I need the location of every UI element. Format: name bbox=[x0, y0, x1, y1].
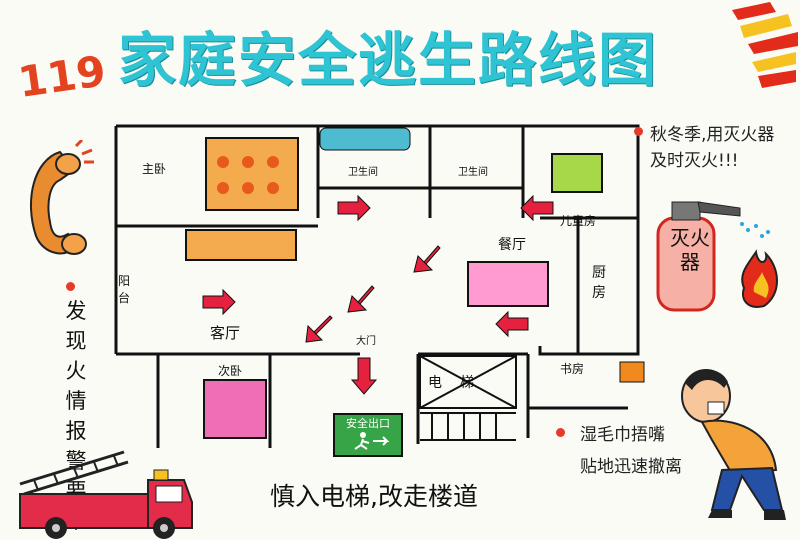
room-bathroom-1: 卫生间 bbox=[348, 167, 378, 178]
room-study: 书房 bbox=[560, 362, 585, 376]
exit-sign-label: 安全出口 bbox=[346, 417, 390, 430]
room-master-bedroom: 主卧 bbox=[142, 162, 167, 176]
exit-sign: 安全出口 bbox=[333, 413, 403, 457]
right-bottom-note-2: 贴地迅速撤离 bbox=[580, 457, 682, 477]
room-elevator: 电梯 bbox=[428, 375, 492, 391]
room-living: 客厅 bbox=[210, 324, 241, 342]
right-bottom-note-1: 湿毛巾捂嘴 bbox=[580, 425, 665, 445]
right-top-note-1: 秋冬季,用灭火器 bbox=[650, 125, 775, 145]
page-title: 家庭安全逃生路线图 bbox=[118, 26, 659, 94]
running-man-icon bbox=[354, 432, 390, 450]
crouching-person-icon bbox=[681, 369, 786, 520]
right-top-note-2: 及时灭火!!! bbox=[650, 151, 739, 171]
telephone-icon bbox=[29, 140, 94, 255]
floor-plan bbox=[114, 124, 645, 448]
bottom-note: 慎入电梯,改走楼道 bbox=[270, 482, 478, 511]
fire-extinguisher-icon bbox=[656, 201, 778, 312]
fire-truck-icon bbox=[19, 450, 193, 539]
bullet-dot bbox=[556, 428, 565, 437]
bullet-dot bbox=[634, 127, 643, 136]
room-second-bedroom: 次卧 bbox=[218, 364, 243, 378]
stripes-icon bbox=[732, 2, 798, 88]
room-balcony: 阳台 bbox=[118, 274, 131, 305]
bullet-dot bbox=[66, 282, 75, 291]
emergency-number: 119 bbox=[15, 46, 109, 107]
room-entrance: 大门 bbox=[356, 336, 376, 347]
room-dining: 餐厅 bbox=[498, 237, 526, 253]
room-kitchen: 厨房 bbox=[592, 265, 606, 301]
room-kids: 儿童房 bbox=[560, 214, 597, 228]
extinguisher-label: 灭火器 bbox=[670, 226, 710, 274]
room-bathroom-2: 卫生间 bbox=[458, 167, 488, 178]
